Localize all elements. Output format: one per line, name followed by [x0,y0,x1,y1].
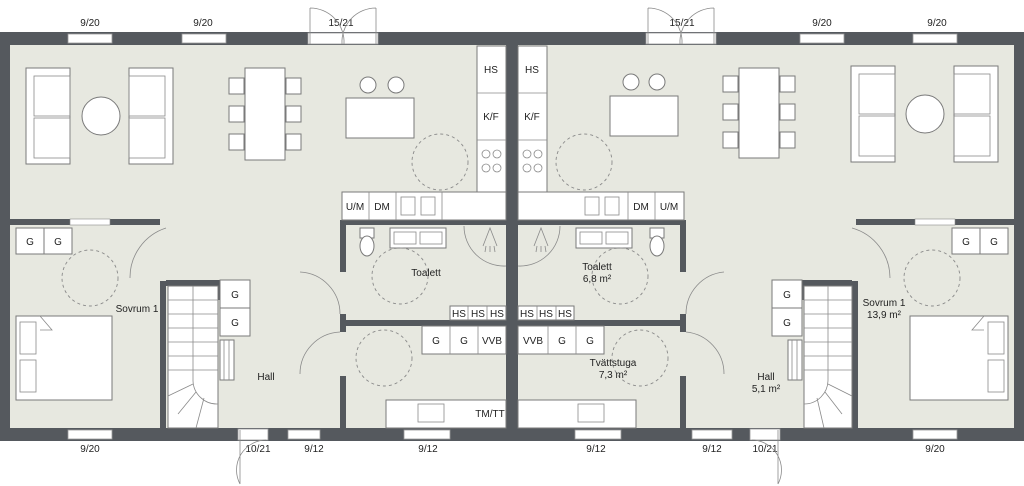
fixture-label: G [783,290,791,301]
hs-row [449,305,575,321]
left-laundry [355,325,507,429]
fixture-label: HS [558,309,572,320]
right-staircase [771,279,853,429]
fixture-label: G [586,336,594,347]
fixture-label: U/M [346,202,364,213]
interior-doors [69,218,956,376]
fixture-label: G [460,336,468,347]
fixture-label: K/F [524,112,540,123]
fixture-label: G [432,336,440,347]
fixture-label: HS [525,65,539,76]
fixture-label: VVB [482,336,502,347]
opening-label: 9/12 [304,444,324,455]
opening-label: 15/21 [669,18,694,29]
left-staircase [167,279,251,429]
room-area-toalett-right: 6,8 m² [583,274,612,285]
fixture-label: G [26,237,34,248]
opening-label: 9/12 [418,444,438,455]
fixture-label: HS [520,309,534,320]
fixture-label: G [231,318,239,329]
fixture-label: G [783,318,791,329]
fixture-label: U/M [660,202,678,213]
opening-label: 10/21 [245,444,270,455]
right-laundry [517,325,669,429]
openings [67,32,958,441]
opening-label: 10/21 [752,444,777,455]
right-living-furniture [609,65,999,163]
fixture-label: G [962,237,970,248]
room-label-sovrum-left: Sovrum 1 [116,304,159,315]
fixture-label: DM [374,202,390,213]
opening-label: 9/20 [927,18,947,29]
fixture-label: G [990,237,998,248]
fixture-label: HS [539,309,553,320]
fixture-label: HS [471,309,485,320]
left-bedroom-furniture [15,227,119,401]
right-bedroom-furniture [903,227,1009,401]
fixture-label: K/F [483,112,499,123]
right-toilet-fixtures [517,225,665,305]
fixture-label: HS [484,65,498,76]
left-toilet-fixtures [359,225,507,305]
fixture-label: G [558,336,566,347]
left-kitchen [341,45,507,221]
opening-label: 15/21 [328,18,353,29]
room-label-hall-left: Hall [257,372,274,383]
opening-label: 9/12 [586,444,606,455]
room-area-sovrum-right: 13,9 m² [867,310,902,321]
room-label-hall-right: Hall [757,372,774,383]
opening-labels: 9/20 9/20 15/21 15/21 9/20 9/20 9/20 10/… [80,18,947,455]
fixture-label: TM/TT [475,409,504,420]
fixture-label: HS [490,309,504,320]
opening-label: 9/12 [702,444,722,455]
room-area-tvattstuga-right: 7,3 m² [599,370,628,381]
room-label-sovrum-right: Sovrum 1 [863,298,906,309]
fixture-label: G [54,237,62,248]
room-label-toalett-left: Toalett [411,268,441,279]
opening-label: 9/20 [925,444,945,455]
right-kitchen [517,45,685,221]
room-label-toalett-right: Toalett [582,262,612,273]
fixture-label: G [231,290,239,301]
fixture-label: DM [633,202,649,213]
left-living-furniture [25,67,469,191]
opening-label: 9/20 [193,18,213,29]
fixture-label: VVB [523,336,543,347]
opening-label: 9/20 [812,18,832,29]
room-label-tvattstuga-right: Tvättstuga [590,358,637,369]
opening-label: 9/20 [80,444,100,455]
fixture-label: HS [452,309,466,320]
door-swings [236,7,782,485]
opening-label: 9/20 [80,18,100,29]
room-area-hall-right: 5,1 m² [752,384,781,395]
